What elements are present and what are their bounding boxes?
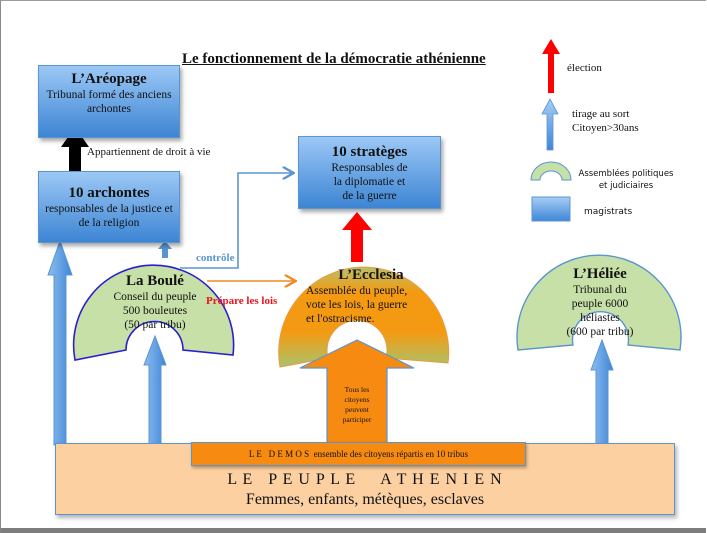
demos-desc: ensemble des citoyens répartis en 10 tri… [313, 449, 469, 459]
ecclesia-arch [278, 266, 450, 368]
legend-assemblies-line2: et judiciaires [598, 181, 654, 191]
heliee-line1: Tribunal du [573, 284, 627, 296]
people-title: L E P E U P L E A T H E N I E N [227, 471, 503, 488]
arrow-demos-to-heliee [590, 338, 614, 446]
all-citizens-line2: citoyens [344, 395, 370, 404]
legend-tirage-arrow-icon [541, 98, 559, 151]
legend-tirage-line2: Citoyen>30ans [572, 122, 639, 134]
areopage-line1: Tribunal formé des anciens [46, 89, 172, 101]
archontes-line2: de la religion [78, 217, 140, 229]
legend-assembly-icon [530, 161, 572, 181]
strateges-title: 10 stratèges [331, 144, 408, 160]
arrow-archontes-to-areopage [61, 127, 89, 180]
heliee-arch [516, 254, 682, 351]
arrow-election-ecclesia-to-strateges [342, 212, 372, 262]
control-label: contrôle [196, 252, 235, 264]
arrow-citizens-to-ecclesia [299, 339, 415, 444]
archontes-to-areopage-label: Appartiennent de droit à vie [87, 146, 211, 158]
all-citizens-line3: peuvent [345, 405, 369, 414]
boule-line2: 500 bouleutes [122, 305, 188, 317]
ecclesia-line3: et l'ostracisme. [306, 313, 375, 325]
strateges-line2: la diplomatie et [333, 176, 406, 188]
boule-text: La Boulé Conseil du peuple 500 bouleutes… [90, 272, 220, 332]
boule-line1: Conseil du peuple [113, 291, 197, 303]
all-citizens-line1: Tous les [344, 385, 370, 394]
heliee-title: L’Héliée [573, 266, 627, 282]
all-citizens-text: Tous les citoyens peuvent participer [327, 385, 387, 425]
heliee-line2: peuple 6000 [571, 298, 629, 310]
legend-assemblies-line1: Assemblées politiques [578, 169, 674, 179]
arrow-demos-to-boule [143, 334, 167, 446]
boule-arch [72, 264, 235, 361]
areopage-box: L’Aréopage Tribunal formé des anciens ar… [38, 65, 180, 138]
strateges-line3: de la guerre [342, 190, 397, 202]
strateges-line1: Responsables de [331, 162, 408, 174]
demos-box: L E D E M O S ensemble des citoyens répa… [191, 442, 526, 466]
ecclesia-text: L’Ecclesia Assemblée du peuple, vote les… [300, 266, 456, 326]
legend-tirage-line1: tirage au sort [572, 108, 630, 120]
heliee-line3: héliastes [580, 312, 620, 324]
control-line [180, 173, 292, 269]
legend-tirage-label: tirage au sort Citoyen>30ans [572, 107, 639, 135]
legend-magistrate-icon [531, 196, 571, 222]
strateges-box: 10 stratèges Responsables de la diplomat… [298, 136, 441, 209]
archontes-line1: responsables de la justice et [45, 203, 173, 215]
prepare-laws-label: Prépare les lois [206, 295, 278, 307]
legend-assemblies-label: Assemblées politiques et judiciaires [576, 168, 676, 192]
boule-line3: (50 par tribu) [124, 319, 186, 331]
ecclesia-line2: vote les lois, la guerre [306, 299, 408, 311]
ecclesia-line1: Assemblée du peuple, [306, 285, 408, 297]
all-citizens-line4: participer [342, 415, 372, 424]
legend-election-arrow-icon [542, 39, 560, 93]
areopage-line2: archontes [86, 103, 132, 115]
areopage-title: L’Aréopage [71, 71, 147, 87]
boule-title: La Boulé [126, 273, 184, 289]
page-title: Le fonctionnement de la démocratie athén… [182, 51, 486, 67]
arrow-boule-to-archontes [158, 241, 172, 258]
arrow-people-to-archontes [47, 239, 73, 446]
ecclesia-title: L’Ecclesia [338, 267, 404, 283]
archontes-box: 10 archontes responsables de la justice … [38, 171, 180, 243]
heliee-line4: (600 par tribu) [566, 326, 634, 338]
heliee-text: L’Héliée Tribunal du peuple 6000 héliast… [535, 265, 665, 339]
legend-election-label: élection [567, 62, 602, 74]
people-desc: Femmes, enfants, métèques, esclaves [245, 491, 485, 508]
archontes-title: 10 archontes [68, 185, 150, 201]
legend-magistrates-label: magistrats [584, 207, 633, 217]
demos-label: L E D E M O S [248, 449, 310, 459]
